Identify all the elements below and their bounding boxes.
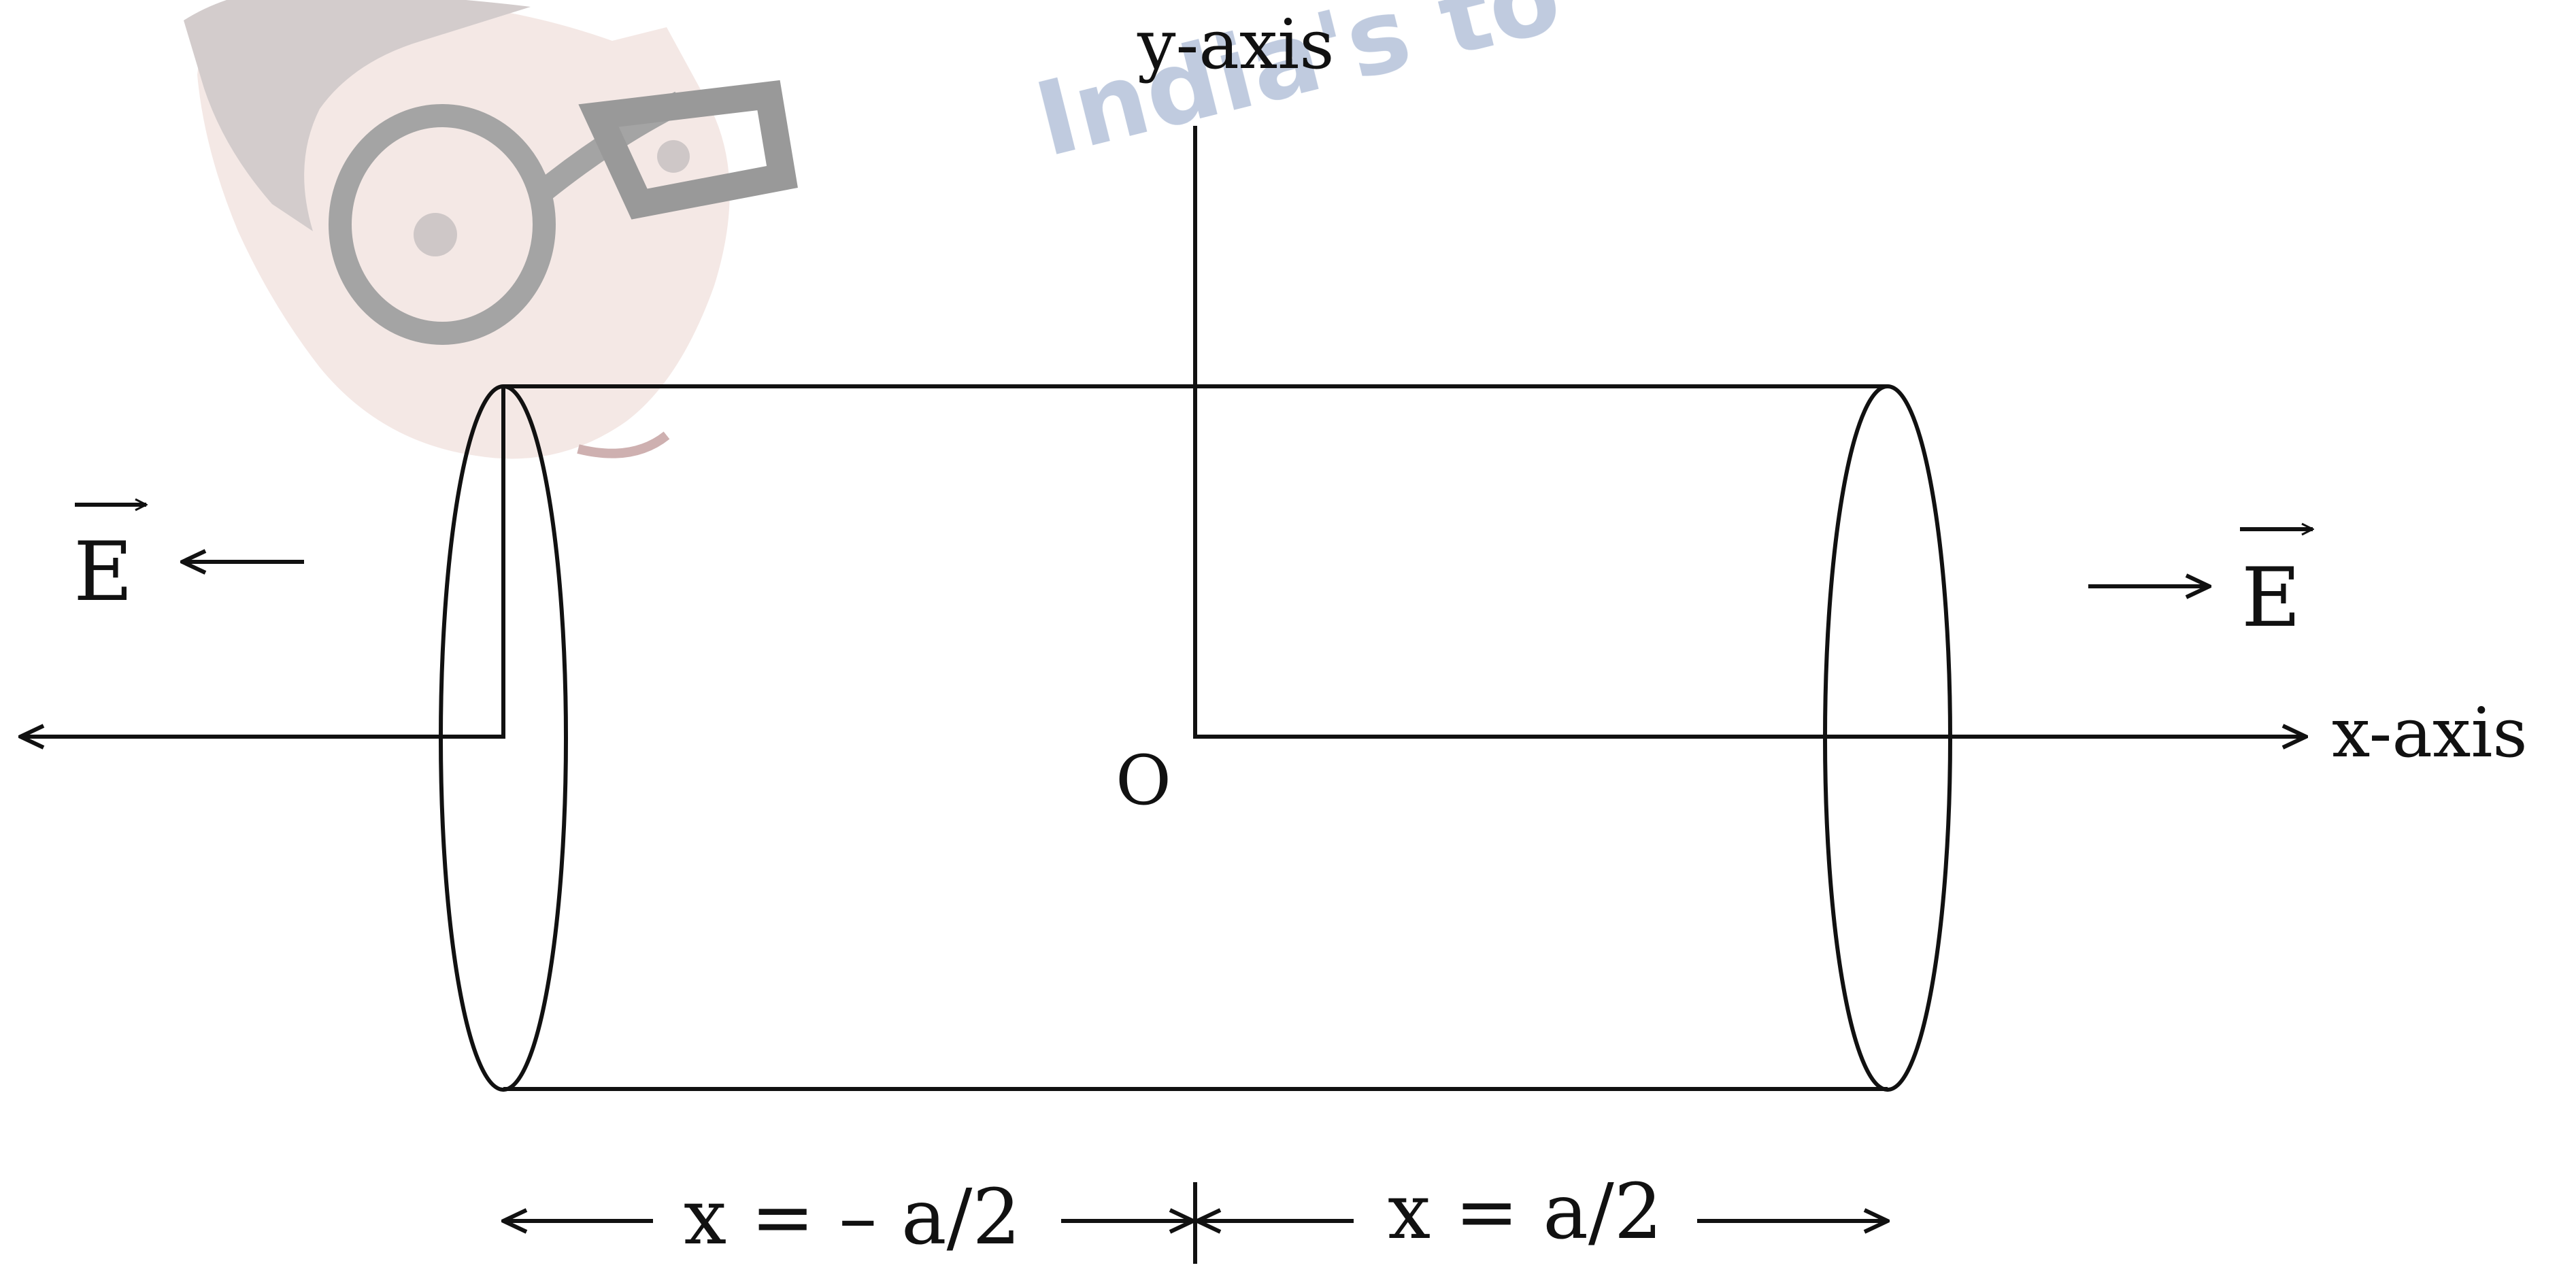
x-axis-label: x-axis	[2332, 693, 2528, 773]
axes	[20, 126, 2306, 737]
watermark: India's to	[184, 0, 1571, 459]
origin-label: O	[1116, 741, 1171, 820]
field-right: E	[2088, 529, 2313, 646]
field-left-symbol: E	[73, 525, 133, 620]
dimension-markers	[503, 1182, 1888, 1264]
dimension-left-label: x = – a/2	[684, 1173, 1021, 1262]
y-axis-line	[1193, 126, 2306, 737]
negative-x-axis-line	[20, 386, 505, 737]
watermark-mascot-icon	[184, 0, 798, 459]
dimension-right-label: x = a/2	[1388, 1168, 1662, 1256]
y-axis-label: y-axis	[1137, 5, 1335, 84]
field-right-symbol: E	[2241, 551, 2301, 646]
field-left: E	[73, 505, 304, 620]
